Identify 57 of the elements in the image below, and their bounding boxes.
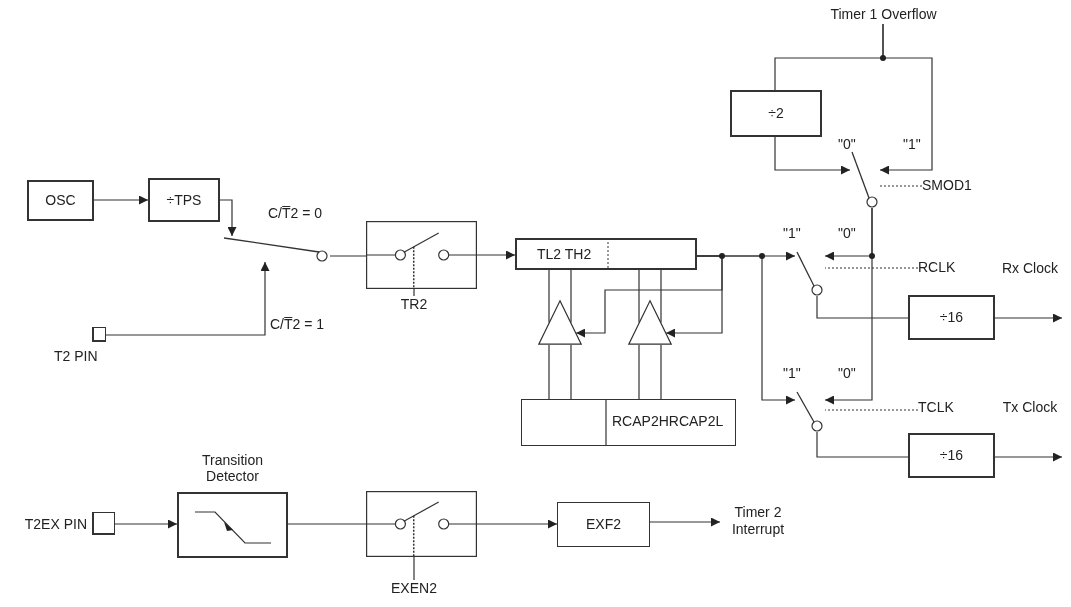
position-label: "1" (783, 365, 801, 382)
connector-line (816, 295, 909, 319)
position-label: "1" (783, 225, 801, 242)
buffer-triangle (538, 300, 582, 345)
control-bit-label: RCLK (918, 259, 968, 277)
detector-heading: Transition Detector (201, 452, 264, 485)
arrow (219, 199, 237, 237)
connector-line (287, 523, 367, 525)
connector-line (816, 431, 909, 458)
clock-output-label: Tx Clock (1001, 398, 1059, 417)
control-line (879, 185, 923, 187)
arrow (476, 519, 558, 529)
position-label: "1" (903, 136, 921, 153)
pin-label: T2 PIN (54, 348, 98, 365)
control-line (824, 267, 919, 269)
enable-switch-box (366, 221, 477, 289)
clock-output-label: Rx Clock (1001, 259, 1059, 278)
select-label: C/T̅2 = 0 (268, 205, 323, 222)
prescaler-box: ÷TPS (148, 178, 220, 222)
arrow (114, 519, 178, 529)
connector-line (413, 556, 415, 581)
enable-switch-box (366, 491, 477, 557)
flag-box: EXF2 (557, 502, 650, 547)
switch-symbol (222, 236, 330, 262)
connector-line (413, 288, 415, 297)
position-label: "0" (838, 136, 856, 153)
control-bit-label: EXEN2 (384, 580, 444, 598)
control-bit-label: TR2 (392, 296, 436, 314)
oscillator-box: OSC (27, 180, 94, 221)
switch-symbol (850, 150, 880, 208)
signal-label: Timer 2 Interrupt (720, 504, 796, 540)
signal-label: Timer 1 Overflow (826, 6, 941, 24)
pin-label: T2EX PIN (24, 516, 87, 533)
connector-line (329, 255, 367, 257)
arrow (994, 452, 1063, 462)
arrow (575, 255, 723, 338)
buffer-triangle (628, 300, 672, 345)
switch-symbol (795, 390, 825, 432)
control-line (824, 409, 919, 411)
arrow (774, 136, 851, 175)
arrow (93, 195, 149, 205)
position-label: "0" (838, 365, 856, 382)
bus-line (548, 344, 572, 400)
arrow (824, 207, 873, 405)
capture-register-box: RCAP2HRCAP2L (521, 399, 736, 446)
arrow (476, 250, 516, 260)
bus-line (638, 344, 662, 400)
arrow (105, 261, 270, 336)
control-bit-label: TCLK (918, 399, 968, 417)
arrow (994, 313, 1063, 323)
position-label: "0" (838, 225, 856, 242)
timer-register-box: TL2 TH2 (515, 238, 697, 270)
select-label: C/T̅2 = 1 (270, 316, 325, 333)
control-bit-label: SMOD1 (922, 177, 982, 195)
arrow (879, 23, 933, 175)
arrow (649, 517, 721, 527)
switch-symbol (795, 250, 825, 296)
